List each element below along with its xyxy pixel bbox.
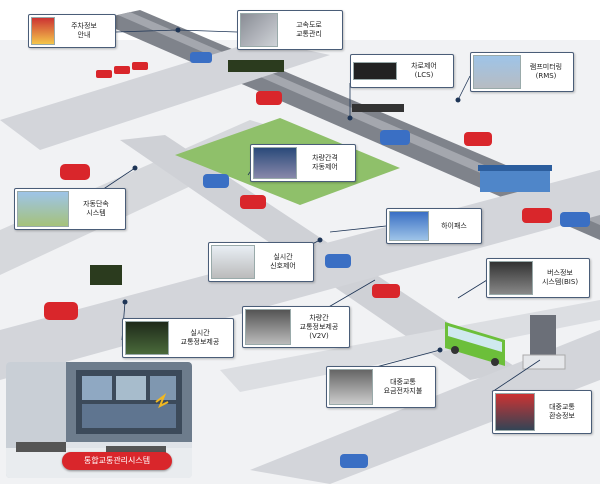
hipass-gate bbox=[480, 170, 550, 192]
realtime-traffic-thumbnail bbox=[125, 321, 169, 355]
connector-dot bbox=[318, 238, 323, 243]
v2v-thumbnail bbox=[245, 309, 291, 345]
callout-hipass: 하이패스 bbox=[386, 208, 482, 244]
callout-label: 실시간 신호제어 bbox=[255, 253, 311, 271]
hipass-thumbnail bbox=[389, 211, 429, 241]
callout-transfer-info: 대중교통 환승정보 bbox=[492, 390, 592, 434]
callout-label: 주차정보 안내 bbox=[55, 22, 113, 40]
connector-dot bbox=[176, 28, 181, 33]
vehicle-gap-thumbnail bbox=[253, 147, 297, 179]
callout-vehicle-gap: 차량간격 자동제어 bbox=[250, 144, 356, 182]
parking-sign-thumbnail bbox=[31, 17, 55, 45]
enforcement-thumbnail bbox=[17, 191, 69, 227]
callout-lane-control: 차로제어 (LCS) bbox=[350, 54, 454, 88]
connector-dot bbox=[348, 116, 353, 121]
callout-label: 차량간 교통정보제공 (V2V) bbox=[291, 314, 347, 341]
lcs-thumbnail bbox=[353, 62, 397, 80]
callout-enforcement: 자동단속 시스템 bbox=[14, 188, 126, 230]
callout-label: 자동단속 시스템 bbox=[69, 200, 123, 218]
callout-label: 고속도로 교통관리 bbox=[278, 21, 340, 39]
transfer-info-thumbnail bbox=[495, 393, 535, 431]
callout-label: 하이패스 bbox=[429, 222, 479, 231]
callout-highway: 고속도로 교통관리 bbox=[237, 10, 343, 50]
callout-realtime-traffic: 실시간 교통정보제공 bbox=[122, 318, 234, 358]
highway-vms bbox=[228, 60, 284, 72]
ramp-thumbnail bbox=[473, 55, 521, 89]
callout-e-fare: 대중교통 요금전자지불 bbox=[326, 366, 436, 408]
integrated-system-badge: 통합교통관리시스템 bbox=[62, 452, 172, 470]
connector-dot bbox=[438, 348, 443, 353]
roadside-vms bbox=[90, 265, 122, 285]
callout-label: 실시간 교통정보제공 bbox=[169, 329, 231, 347]
bus-info-thumbnail bbox=[489, 261, 533, 295]
callout-parking: 주차정보 안내 bbox=[28, 14, 116, 48]
connector-dot bbox=[133, 166, 138, 171]
lcs-gantry bbox=[352, 104, 404, 112]
callout-label: 램프미터링 (RMS) bbox=[521, 63, 571, 81]
e-fare-thumbnail bbox=[329, 369, 373, 405]
callout-label: 차로제어 (LCS) bbox=[397, 62, 451, 80]
connector-dot bbox=[456, 98, 461, 103]
connector-dot bbox=[123, 300, 128, 305]
callout-label: 대중교통 요금전자지불 bbox=[373, 378, 433, 396]
callout-label: 차량간격 자동제어 bbox=[297, 154, 353, 172]
signal-thumbnail bbox=[211, 245, 255, 279]
callout-signal-control: 실시간 신호제어 bbox=[208, 242, 314, 282]
callout-label: 대중교통 환승정보 bbox=[535, 403, 589, 421]
callout-label: 버스정보 시스템(BIS) bbox=[533, 269, 587, 287]
callout-v2v: 차량간 교통정보제공 (V2V) bbox=[242, 306, 350, 348]
highway-thumbnail bbox=[240, 13, 278, 47]
callout-bus-info: 버스정보 시스템(BIS) bbox=[486, 258, 590, 298]
callout-ramp-metering: 램프미터링 (RMS) bbox=[470, 52, 574, 92]
